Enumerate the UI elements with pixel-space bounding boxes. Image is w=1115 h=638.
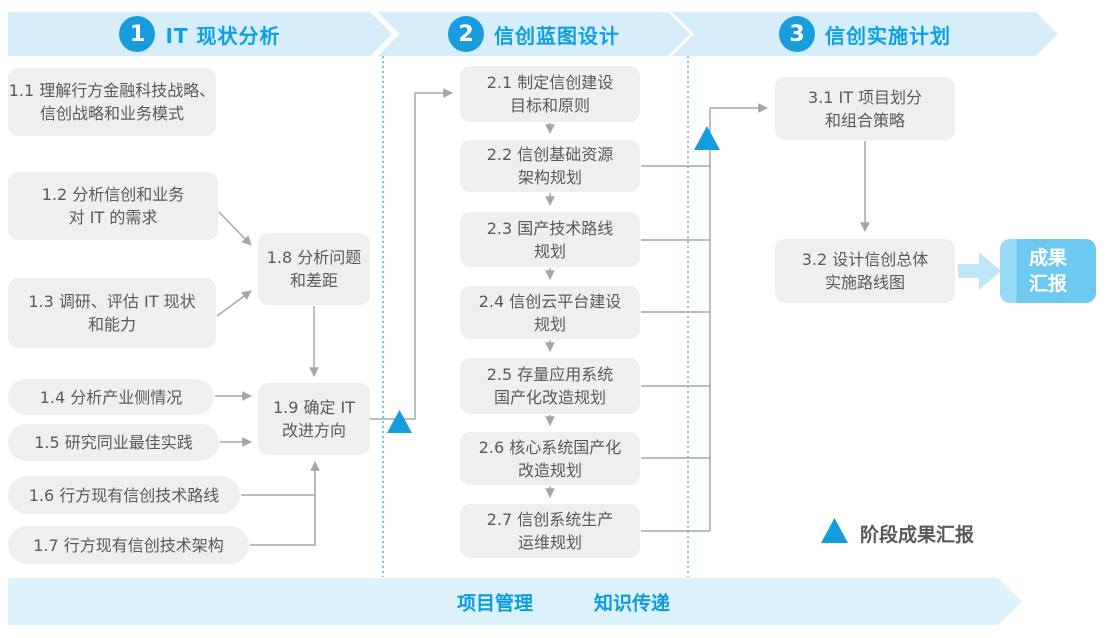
phase-banner-1: 1 IT 现状分析 xyxy=(8,12,392,56)
node-1-5: 1.5 研究同业最佳实践 xyxy=(8,424,219,461)
node-1-8: 1.8 分析问题 和差距 xyxy=(258,233,370,305)
node-2-5-line1: 2.5 存量应用系统 xyxy=(486,365,614,384)
node-2-6-line2: 改造规划 xyxy=(517,460,582,480)
node-1-3-line1: 1.3 调研、评估 IT 现状 xyxy=(28,292,196,311)
node-1-5-line1: 1.5 研究同业最佳实践 xyxy=(34,433,193,452)
node-2-4-line1: 2.4 信创云平台建设 xyxy=(478,291,622,311)
node-2-1: 2.1 制定信创建设 目标和原则 xyxy=(460,66,640,122)
result-report-line1: 成果 xyxy=(1028,247,1067,269)
node-3-2-line1: 3.2 设计信创总体 xyxy=(801,250,929,269)
node-1-4: 1.4 分析产业侧情况 xyxy=(8,379,214,415)
node-1-1-line2: 信创战略和业务模式 xyxy=(39,104,184,123)
node-1-9: 1.9 确定 IT 改进方向 xyxy=(258,383,370,455)
node-2-5: 2.5 存量应用系统 国产化改造规划 xyxy=(460,358,640,414)
node-1-1: 1.1 理解行方金融科技战略、 信创战略和业务模式 xyxy=(8,68,216,136)
node-1-6-line1: 1.6 行方现有信创技术路线 xyxy=(28,485,220,505)
node-1-7: 1.7 行方现有信创技术架构 xyxy=(8,526,249,564)
node-2-6-line1: 2.6 核心系统国产化 xyxy=(478,437,622,457)
milestone-triangle-phase2 xyxy=(694,126,720,150)
node-1-2-line2: 对 IT 的需求 xyxy=(68,208,158,227)
node-3-1-line1: 3.1 IT 项目划分 xyxy=(807,87,923,107)
node-2-4: 2.4 信创云平台建设 规划 xyxy=(460,286,640,339)
node-1-1-line1: 1.1 理解行方金融科技战略、 xyxy=(8,81,216,100)
node-3-2-line2: 实施路线图 xyxy=(824,273,905,292)
bottom-banner: 项目管理 知识传递 xyxy=(8,578,1022,625)
node-2-4-line2: 规划 xyxy=(533,314,566,334)
phase-divider-lines xyxy=(382,56,689,577)
result-report-line2: 汇报 xyxy=(1028,273,1067,295)
node-3-1: 3.1 IT 项目划分 和组合策略 xyxy=(775,77,955,140)
node-2-5-line2: 国产化改造规划 xyxy=(493,388,606,407)
result-report-box: 成果 汇报 xyxy=(1000,239,1096,303)
node-1-3: 1.3 调研、评估 IT 现状 和能力 xyxy=(8,278,216,348)
node-2-2-line2: 架构规划 xyxy=(517,168,582,187)
node-2-3-line2: 规划 xyxy=(533,241,566,261)
node-1-2-line1: 1.2 分析信创和业务 xyxy=(41,185,185,204)
node-2-7-line2: 运维规划 xyxy=(517,533,582,552)
node-2-2: 2.2 信创基础资源 架构规划 xyxy=(460,140,640,192)
node-2-7-line1: 2.7 信创系统生产 xyxy=(486,510,614,529)
phase-1-label: IT 现状分析 xyxy=(165,23,281,48)
node-2-1-line2: 目标和原则 xyxy=(509,96,590,115)
node-1-6: 1.6 行方现有信创技术路线 xyxy=(8,476,240,514)
phase-1-number-badge: 1 xyxy=(119,16,155,52)
node-1-3-line2: 和能力 xyxy=(87,315,136,334)
node-1-4-line1: 1.4 分析产业侧情况 xyxy=(39,387,183,407)
node-2-3-line1: 2.3 国产技术路线 xyxy=(486,218,614,238)
node-2-6: 2.6 核心系统国产化 改造规划 xyxy=(460,432,640,485)
milestone-triangles xyxy=(387,126,848,543)
phase-2-number-badge: 2 xyxy=(448,16,484,52)
node-3-1-line2: 和组合策略 xyxy=(824,110,905,130)
node-2-7: 2.7 信创系统生产 运维规划 xyxy=(460,504,640,558)
node-1-2: 1.2 分析信创和业务 对 IT 的需求 xyxy=(8,172,218,240)
node-3-2: 3.2 设计信创总体 实施路线图 xyxy=(775,239,955,303)
phase-banner-3: 3 信创实施计划 xyxy=(672,12,1058,56)
legend-label: 阶段成果汇报 xyxy=(860,524,975,546)
phase-2-label: 信创蓝图设计 xyxy=(494,23,620,48)
node-1-7-line1: 1.7 行方现有信创技术架构 xyxy=(33,535,224,555)
knowledge-transfer-label: 知识传递 xyxy=(593,592,670,614)
node-1-8-line1: 1.8 分析问题 xyxy=(266,248,362,267)
node-2-3: 2.3 国产技术路线 规划 xyxy=(460,212,640,267)
result-thick-arrow xyxy=(958,252,1001,290)
node-2-1-line1: 2.1 制定信创建设 xyxy=(486,73,614,92)
node-1-9-line1: 1.9 确定 IT xyxy=(272,398,356,417)
node-1-9-line2: 改进方向 xyxy=(281,421,346,440)
node-2-2-line1: 2.2 信创基础资源 xyxy=(486,145,614,164)
phase-3-label: 信创实施计划 xyxy=(825,23,951,48)
phase-banner-2: 2 信创蓝图设计 xyxy=(378,12,690,56)
node-1-8-line2: 和差距 xyxy=(289,271,338,290)
phase-3-number-badge: 3 xyxy=(779,16,815,52)
connectors xyxy=(215,88,870,546)
milestone-triangle-phase1 xyxy=(387,410,412,433)
project-management-label: 项目管理 xyxy=(456,592,533,614)
legend-triangle-icon xyxy=(821,518,848,543)
